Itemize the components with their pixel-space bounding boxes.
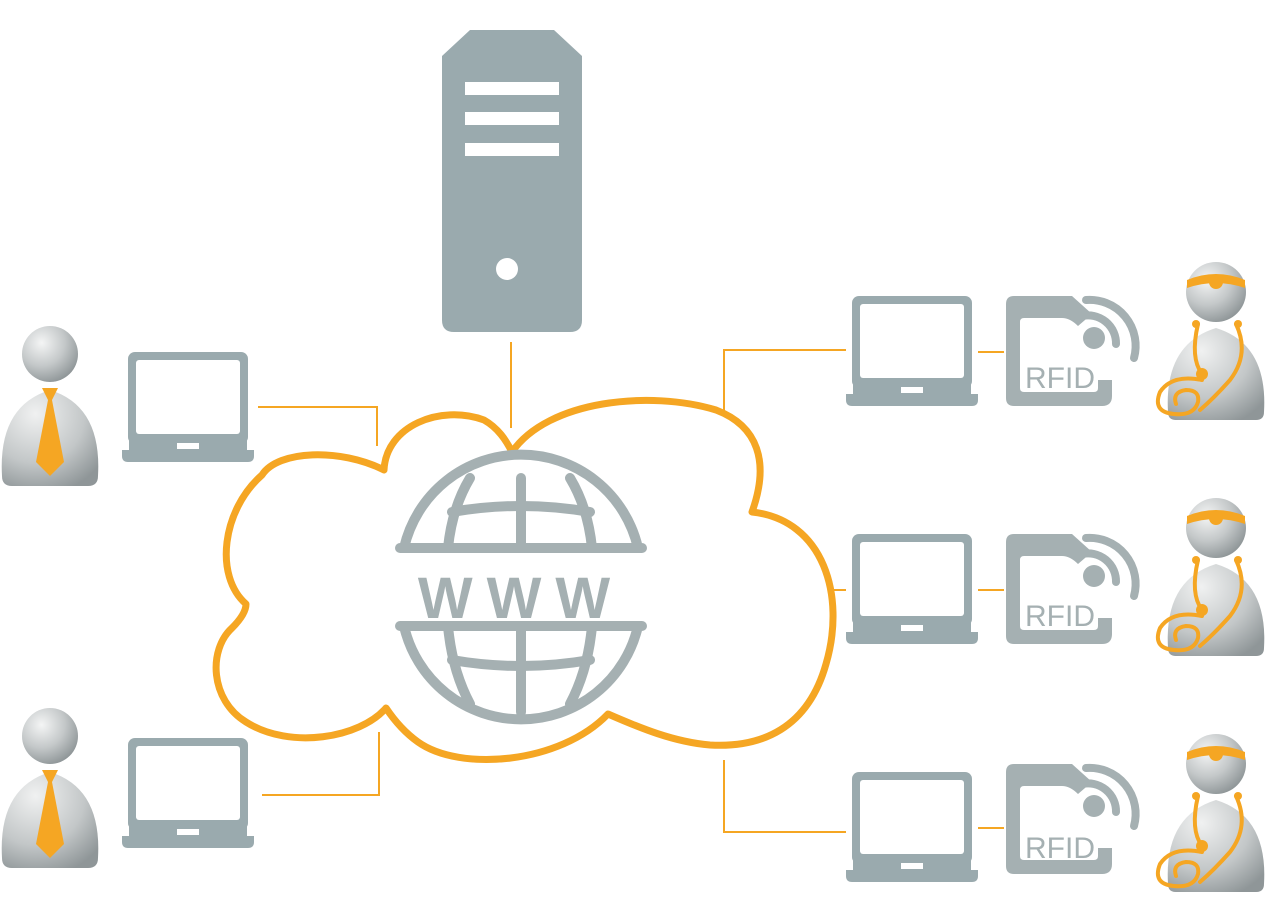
laptop-icon (122, 352, 254, 462)
server-tower-icon (442, 30, 582, 332)
medical-station-3: RFID (846, 732, 1267, 894)
doctor3-cloud-line (723, 760, 846, 833)
user2-cloud-line (262, 732, 380, 796)
businessman-icon (1, 326, 99, 486)
medical-station-2: RFID (846, 496, 1267, 658)
connector-lines (258, 342, 1004, 833)
doctor-icon (1155, 732, 1267, 894)
globe-icon (395, 449, 647, 725)
business-user-top (1, 326, 254, 486)
rfid-reader-icon: RFID (1006, 534, 1136, 644)
rfid-label: RFID (1025, 362, 1095, 395)
doctor-icon (1155, 496, 1267, 658)
medical-station-1: RFID (846, 260, 1267, 422)
doctor1-cloud-line (723, 349, 846, 412)
user1-cloud-line (258, 406, 378, 446)
laptop-icon (122, 738, 254, 848)
www-label: WWW (418, 566, 624, 631)
laptop-icon (846, 534, 978, 644)
rfid-reader-icon: RFID (1006, 296, 1136, 406)
rfid-label: RFID (1025, 832, 1095, 865)
rfid-label: RFID (1025, 600, 1095, 633)
businessman-icon (1, 708, 99, 868)
business-user-bottom (1, 708, 254, 868)
rfid-reader-icon: RFID (1006, 764, 1136, 874)
doctor-icon (1155, 260, 1267, 422)
laptop-icon (846, 772, 978, 882)
cloud-icon (212, 396, 837, 764)
laptop-icon (846, 296, 978, 406)
